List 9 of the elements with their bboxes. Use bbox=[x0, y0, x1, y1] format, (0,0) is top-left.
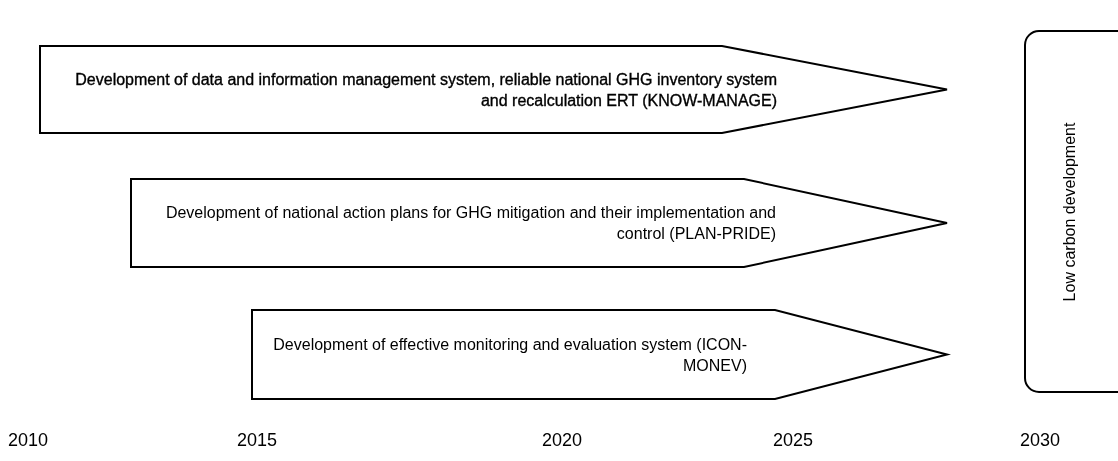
arrow-label: Development of national action plans for GHG mitigation and their implementation and control (PLAN-PRIDE) bbox=[164, 203, 776, 244]
arrow-label: Development of data and information management system, reliable national GHG inventory system and recalculation ERT (KNOW-MANAGE) bbox=[74, 69, 777, 111]
year-label: 2030 bbox=[1020, 430, 1060, 451]
year-label: 2015 bbox=[237, 430, 277, 451]
year-label: 2020 bbox=[542, 430, 582, 451]
year-label: 2025 bbox=[773, 430, 813, 451]
year-label: 2010 bbox=[8, 430, 48, 451]
box-label: Low carbon development bbox=[1059, 122, 1079, 301]
arrow-label: Development of effective monitoring and evaluation system (ICON-MONEV) bbox=[272, 334, 747, 376]
